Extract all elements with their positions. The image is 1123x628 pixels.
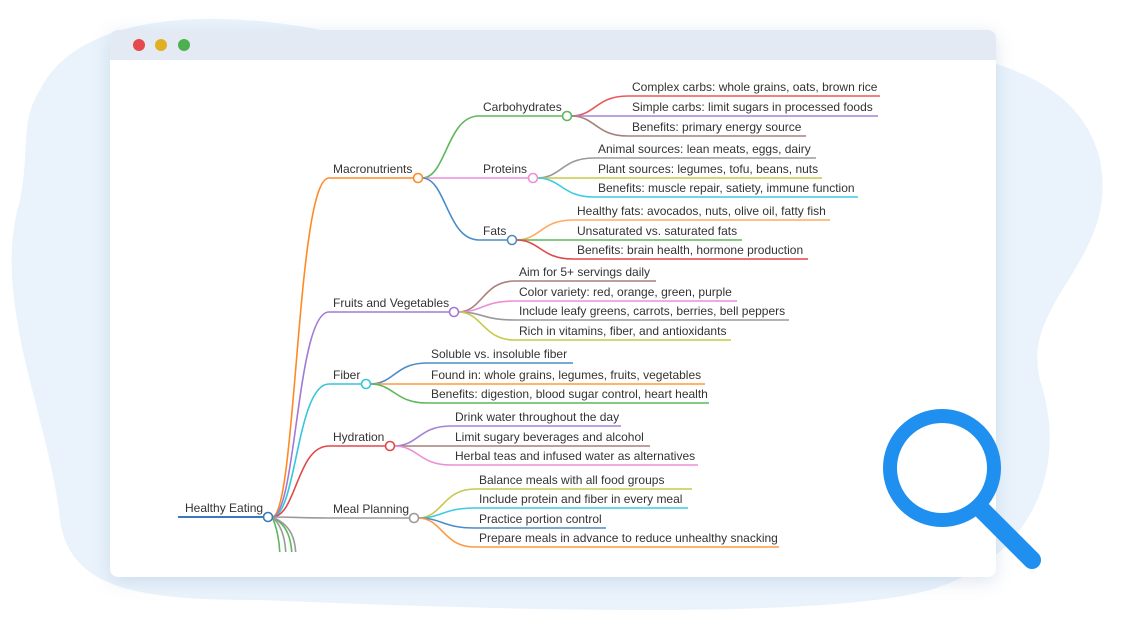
branch-connector [369,362,428,385]
offscreen-branch [271,516,297,552]
offscreen-branch [271,516,287,552]
minimize-dot-icon[interactable] [155,39,167,51]
branch-connector [515,239,574,260]
leaf-node-label[interactable]: Animal sources: lean meats, eggs, dairy [598,142,811,156]
branch-connector [271,311,330,518]
branch-connector [369,383,428,404]
leaf-node-label[interactable]: Complex carbs: whole grains, oats, brown… [632,80,878,94]
topic-node-label[interactable]: Fiber [333,368,360,382]
leaf-node-label[interactable]: Drink water throughout the day [455,410,619,424]
topic-node-label[interactable]: Fats [483,224,506,238]
leaf-node-label[interactable]: Limit sugary beverages and alcohol [455,430,644,444]
topic-node-label[interactable]: Macronutrients [333,162,412,176]
collapse-toggle-icon[interactable] [527,172,539,184]
leaf-node-label[interactable]: Practice portion control [479,512,602,526]
close-dot-icon[interactable] [133,39,145,51]
leaf-node-label[interactable]: Simple carbs: limit sugars in processed … [632,100,873,114]
leaf-node-label[interactable]: Healthy fats: avocados, nuts, olive oil,… [577,204,826,218]
collapse-toggle-icon[interactable] [412,172,424,184]
branch-connector [393,445,452,466]
collapse-toggle-icon[interactable] [360,378,372,390]
branch-connector [536,157,595,179]
branch-connector [570,95,629,117]
leaf-node-label[interactable]: Prepare meals in advance to reduce unhea… [479,531,778,545]
topic-node-label[interactable]: Fruits and Vegetables [333,296,449,310]
leaf-node-label[interactable]: Benefits: digestion, blood sugar control… [431,387,708,401]
collapse-toggle-icon[interactable] [262,511,274,523]
topic-node-label[interactable]: Proteins [483,162,527,176]
collapse-toggle-icon[interactable] [561,110,573,122]
leaf-node-label[interactable]: Found in: whole grains, legumes, fruits,… [431,368,701,382]
topic-node-label[interactable]: Meal Planning [333,502,409,516]
branch-connector [515,219,574,241]
maximize-dot-icon[interactable] [178,39,190,51]
branch-connector [421,177,480,241]
branch-connector [417,488,476,519]
leaf-node-label[interactable]: Balance meals with all food groups [479,473,664,487]
leaf-node-label[interactable]: Benefits: brain health, hormone producti… [577,243,803,257]
branch-connector [271,383,330,518]
offscreen-branch [271,516,281,552]
leaf-node-label[interactable]: Color variety: red, orange, green, purpl… [519,285,732,299]
collapse-toggle-icon[interactable] [408,512,420,524]
branch-connector [421,115,480,179]
branch-connector [457,280,516,313]
leaf-node-label[interactable]: Benefits: muscle repair, satiety, immune… [598,181,855,195]
leaf-node-label[interactable]: Soluble vs. insoluble fiber [431,347,567,361]
window-titlebar [110,30,996,60]
browser-window [110,30,996,577]
branch-connector [536,177,595,198]
collapse-toggle-icon[interactable] [384,440,396,452]
branch-connector [457,311,516,341]
branch-connector [417,517,476,548]
root-node-label[interactable]: Healthy Eating [185,501,263,515]
branch-connector [393,425,452,447]
topic-node-label[interactable]: Hydration [333,430,384,444]
leaf-node-label[interactable]: Plant sources: legumes, tofu, beans, nut… [598,162,818,176]
leaf-node-label[interactable]: Aim for 5+ servings daily [519,265,650,279]
branch-connector [271,516,330,519]
collapse-toggle-icon[interactable] [448,306,460,318]
leaf-node-label[interactable]: Rich in vitamins, fiber, and antioxidant… [519,324,726,338]
leaf-node-label[interactable]: Herbal teas and infused water as alterna… [455,449,695,463]
leaf-node-label[interactable]: Include leafy greens, carrots, berries, … [519,304,785,318]
branch-connector [570,115,629,137]
leaf-node-label[interactable]: Benefits: primary energy source [632,120,802,134]
branch-connector [271,445,330,518]
magnifier-icon [883,409,1041,569]
topic-node-label[interactable]: Carbohydrates [483,100,562,114]
branch-connector [271,177,330,518]
leaf-node-label[interactable]: Unsaturated vs. saturated fats [577,224,737,238]
leaf-node-label[interactable]: Include protein and fiber in every meal [479,492,682,506]
collapse-toggle-icon[interactable] [506,234,518,246]
